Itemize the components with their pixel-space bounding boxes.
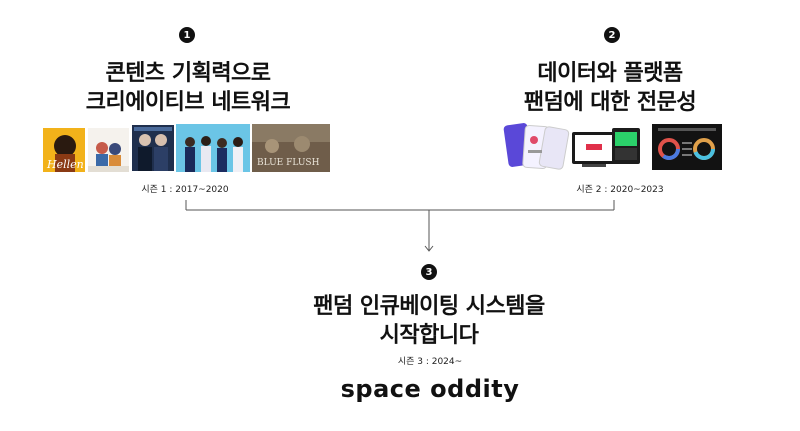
performance-art bbox=[176, 124, 250, 172]
dashboard-devices-art bbox=[572, 128, 640, 167]
section-2-title-line1: 데이터와 플랫폼 bbox=[537, 61, 683, 86]
analytics-screen-art bbox=[652, 124, 722, 170]
section-3-title-line1: 팬덤 인큐베이팅 시스템을 bbox=[313, 294, 545, 319]
section-2-title-line2: 팬덤에 대한 전문성 bbox=[523, 90, 697, 115]
thumbnail-group-photo bbox=[132, 125, 174, 171]
step-badge-2: 2 bbox=[604, 27, 620, 43]
arrow-head-icon bbox=[424, 245, 434, 252]
blue-flush-art: BLUE FLUSH bbox=[252, 124, 330, 172]
section-2-caption: 시즌 2 : 2020~2023 bbox=[576, 185, 664, 195]
thumbnail-app-screens bbox=[502, 120, 570, 175]
section-1-title: 콘텐츠 기획력으로 크리에이티브 네트워크 bbox=[60, 59, 316, 117]
thumbnail-analytics-screen bbox=[652, 124, 722, 170]
section-1-title-line2: 크리에이티브 네트워크 bbox=[85, 90, 291, 115]
step-badge-3: 3 bbox=[421, 264, 437, 280]
group-photo-art bbox=[132, 125, 174, 171]
album-script-text: Hellen bbox=[46, 158, 84, 171]
section-2-title: 데이터와 플랫폼 팬덤에 대한 전문성 bbox=[500, 59, 720, 117]
space-oddity-logo: space oddity bbox=[340, 375, 520, 403]
section-3-title: 팬덤 인큐베이팅 시스템을 시작합니다 bbox=[290, 292, 568, 350]
section-3-caption: 시즌 3 : 2024~ bbox=[397, 357, 463, 367]
thumbnail-dashboard-devices bbox=[572, 124, 644, 172]
app-screens-art bbox=[503, 123, 570, 170]
album-yellow-art: Hellen bbox=[43, 128, 85, 172]
blue-flush-text: BLUE FLUSH bbox=[257, 158, 320, 168]
section-1-caption: 시즌 1 : 2017~2020 bbox=[141, 185, 229, 195]
illustration-art bbox=[88, 128, 129, 172]
section-1-title-line1: 콘텐츠 기획력으로 bbox=[105, 61, 271, 86]
thumbnail-album-yellow: Hellen bbox=[43, 128, 85, 172]
thumbnail-blue-flush: BLUE FLUSH bbox=[252, 124, 330, 172]
step-badge-1: 1 bbox=[179, 27, 195, 43]
thumbnail-performance bbox=[176, 124, 250, 172]
section-3-title-line2: 시작합니다 bbox=[379, 323, 479, 348]
thumbnail-illustration bbox=[88, 128, 129, 172]
